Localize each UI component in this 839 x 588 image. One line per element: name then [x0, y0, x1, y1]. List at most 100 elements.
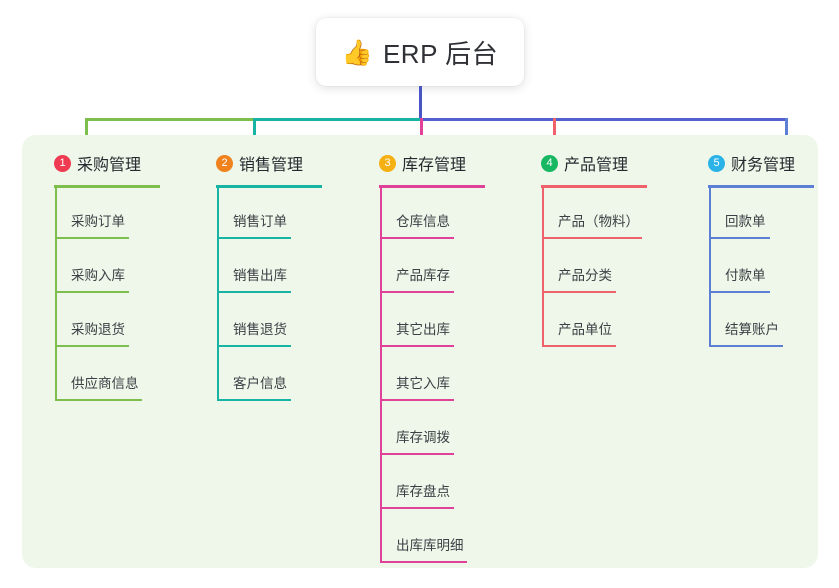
branch-item-underline	[55, 345, 129, 347]
branch-item-underline	[55, 399, 142, 401]
branch-header[interactable]: 5 财务管理	[692, 148, 839, 178]
branch-spine	[217, 187, 219, 401]
thumbs-up-icon: 👍	[341, 37, 373, 67]
branch-column-库存管理[interactable]: 3 库存管理仓库信息产品库存其它出库其它入库库存调拨库存盘点出库库明细	[363, 148, 533, 563]
branch-title: 库存管理	[402, 157, 467, 174]
branch-item-label: 采购退货	[71, 322, 125, 337]
root-node-card[interactable]: 👍 ERP 后台	[316, 18, 524, 86]
branch-item[interactable]: 回款单	[709, 213, 815, 251]
branch-item[interactable]: 结算账户	[709, 321, 815, 359]
branch-item-underline	[542, 345, 616, 347]
branch-item[interactable]: 采购退货	[55, 321, 161, 359]
branch-column-产品管理[interactable]: 4 产品管理产品（物料） 产品分类产品单位	[525, 148, 695, 347]
branch-number-badge: 2	[216, 154, 233, 172]
branch-item[interactable]: 库存调拨	[380, 429, 486, 467]
branch-item[interactable]: 销售订单	[217, 213, 323, 251]
branch-spine	[542, 187, 544, 347]
branch-header[interactable]: 2 销售管理	[200, 148, 370, 178]
branch-item-underline	[55, 237, 129, 239]
branch-item-label: 产品分类	[558, 268, 612, 283]
branch-header[interactable]: 4 产品管理	[525, 148, 695, 178]
branch-item-label: 客户信息	[233, 376, 287, 391]
root-node-title: ERP 后台	[382, 38, 499, 69]
branch-number-badge: 5	[708, 154, 725, 172]
branch-item-underline	[380, 399, 454, 401]
branch-item-underline	[380, 237, 454, 239]
branch-item[interactable]: 付款单	[709, 267, 815, 305]
branch-item[interactable]: 其它入库	[380, 375, 486, 413]
branch-item-label: 付款单	[725, 268, 766, 283]
branch-header[interactable]: 1 采购管理	[38, 148, 208, 178]
branch-item-label: 仓库信息	[396, 214, 450, 229]
bar-segment-indigo	[420, 118, 788, 121]
branch-column-销售管理[interactable]: 2 销售管理销售订单销售出库销售退货客户信息	[200, 148, 370, 401]
branch-item-label: 采购入库	[71, 268, 125, 283]
branch-item-label: 销售出库	[233, 268, 287, 283]
branch-underline	[216, 185, 322, 188]
branch-item-underline	[709, 291, 770, 293]
branch-item[interactable]: 采购入库	[55, 267, 161, 305]
branch-number-badge: 3	[379, 154, 396, 172]
branch-item-underline	[709, 237, 770, 239]
branch-number-badge: 1	[54, 154, 71, 172]
branch-item-underline	[380, 507, 454, 509]
branch-item[interactable]: 产品库存	[380, 267, 486, 305]
branch-item[interactable]: 采购订单	[55, 213, 161, 251]
branch-item-label: 采购订单	[71, 214, 125, 229]
branch-item-label: 产品库存	[396, 268, 450, 283]
branch-item-underline	[217, 291, 291, 293]
branch-item-underline	[380, 453, 454, 455]
branch-item-label: 产品单位	[558, 322, 612, 337]
branch-number-badge: 4	[541, 154, 558, 172]
branch-title: 产品管理	[564, 157, 629, 174]
branch-item[interactable]: 销售退货	[217, 321, 323, 359]
bar-segment-green	[85, 118, 253, 121]
branch-column-财务管理[interactable]: 5 财务管理回款单付款单结算账户	[692, 148, 839, 347]
branch-item[interactable]: 其它出库	[380, 321, 486, 359]
branch-item-label: 其它入库	[396, 376, 450, 391]
branch-title: 财务管理	[731, 157, 796, 174]
branch-spine	[709, 187, 711, 347]
branch-underline	[708, 185, 814, 188]
branch-item-underline	[217, 399, 291, 401]
branch-item[interactable]: 出库库明细	[380, 537, 486, 575]
branch-item-label: 产品（物料）	[558, 214, 639, 229]
branch-item[interactable]: 库存盘点	[380, 483, 486, 521]
branch-item-underline	[217, 237, 291, 239]
branch-item-underline	[380, 291, 454, 293]
branch-item-label: 结算账户	[725, 322, 779, 337]
branch-item[interactable]: 客户信息	[217, 375, 323, 413]
branch-item[interactable]: 产品（物料）	[542, 213, 648, 251]
branch-item-label: 库存调拨	[396, 430, 450, 445]
branch-item-underline	[542, 237, 642, 239]
branch-underline	[54, 185, 160, 188]
branch-item-label: 其它出库	[396, 322, 450, 337]
branch-item-label: 销售订单	[233, 214, 287, 229]
branches-panel	[22, 135, 818, 568]
branch-underline	[541, 185, 647, 188]
branch-item-underline	[55, 291, 129, 293]
branch-item-underline	[542, 291, 616, 293]
branch-header[interactable]: 3 库存管理	[363, 148, 533, 178]
branch-item-label: 回款单	[725, 214, 766, 229]
branch-title: 采购管理	[77, 157, 142, 174]
bar-segment-teal	[253, 118, 420, 121]
branch-item[interactable]: 销售出库	[217, 267, 323, 305]
branch-item[interactable]: 供应商信息	[55, 375, 161, 413]
branch-spine	[380, 187, 382, 563]
branch-item[interactable]: 产品单位	[542, 321, 648, 359]
branch-item[interactable]: 仓库信息	[380, 213, 486, 251]
branch-item-label: 销售退货	[233, 322, 287, 337]
branch-item-label: 库存盘点	[396, 484, 450, 499]
branch-item[interactable]: 产品分类	[542, 267, 648, 305]
branch-item-label: 供应商信息	[71, 376, 139, 391]
branch-spine	[55, 187, 57, 401]
branch-item-label: 出库库明细	[396, 538, 464, 553]
branch-item-underline	[709, 345, 783, 347]
root-stem	[419, 86, 422, 121]
branch-title: 销售管理	[239, 157, 304, 174]
branch-underline	[379, 185, 485, 188]
branch-item-underline	[217, 345, 291, 347]
branch-column-采购管理[interactable]: 1 采购管理采购订单采购入库采购退货供应商信息	[38, 148, 208, 401]
